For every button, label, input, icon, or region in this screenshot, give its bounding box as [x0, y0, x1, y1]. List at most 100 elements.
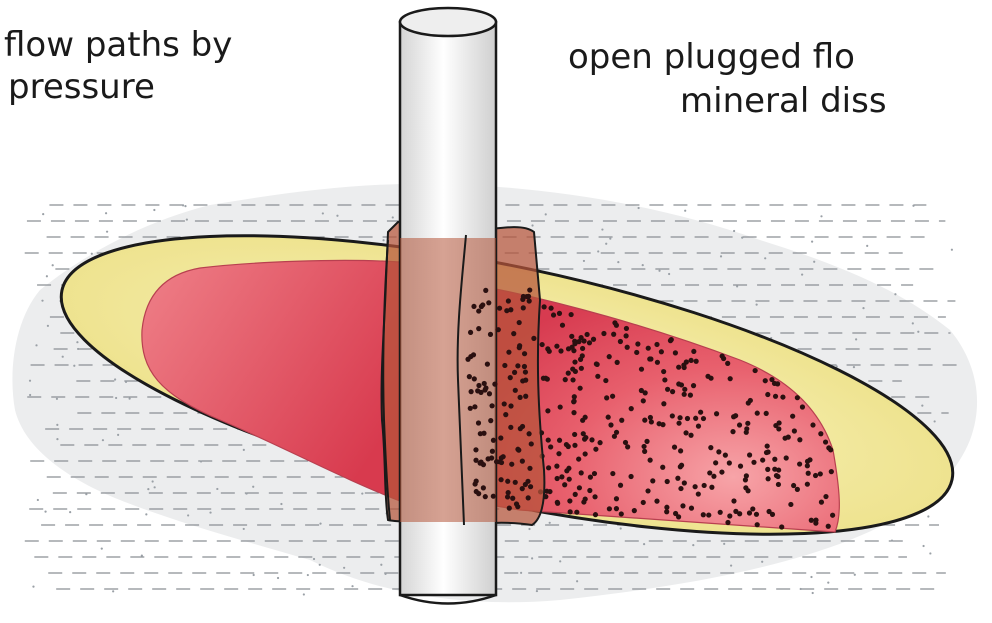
dissolution-dot — [558, 348, 563, 353]
sleeve-dot — [527, 287, 532, 292]
dissolution-dot — [555, 500, 560, 505]
dissolution-dot — [737, 422, 742, 427]
dissolution-dot — [750, 506, 755, 511]
dissolution-dot — [615, 360, 620, 365]
rock-texture-dot — [638, 207, 640, 209]
sleeve-dot — [478, 390, 483, 395]
dissolution-dot — [693, 484, 698, 489]
sleeve-dot — [523, 369, 528, 374]
dissolution-dot — [776, 420, 781, 425]
sleeve-dot — [471, 352, 476, 357]
sleeve-dot — [486, 456, 491, 461]
rock-texture-dot — [811, 241, 813, 243]
dissolution-dot — [572, 394, 577, 399]
dissolution-dot — [790, 414, 795, 419]
dissolution-dot — [755, 522, 760, 527]
sleeve-dot — [483, 288, 488, 293]
sleeve-dot — [528, 484, 533, 489]
sleeve-dot — [508, 425, 513, 430]
dissolution-dot — [572, 359, 577, 364]
dissolution-dot — [543, 376, 548, 381]
dissolution-dot — [744, 430, 749, 435]
dissolution-dot — [748, 398, 753, 403]
rock-texture-dot — [813, 261, 815, 263]
dissolution-dot — [806, 471, 811, 476]
rock-texture-dot — [929, 552, 931, 554]
rock-texture-dot — [531, 557, 533, 559]
dissolution-dot — [648, 458, 653, 463]
rock-texture-dot — [917, 331, 919, 333]
dissolution-dot — [763, 378, 768, 383]
sleeve-dot — [483, 385, 488, 390]
sleeve-dot — [489, 403, 494, 408]
dissolution-dot — [542, 304, 547, 309]
dissolution-dot — [813, 473, 818, 478]
dissolution-dot — [573, 492, 578, 497]
sleeve-dot — [468, 406, 473, 411]
dissolution-dot — [607, 354, 612, 359]
dissolution-dot — [625, 345, 630, 350]
dissolution-dot — [648, 356, 653, 361]
rock-texture-dot — [583, 260, 585, 262]
dissolution-dot — [679, 463, 684, 468]
label-plugged-flow-line1: open plugged flo — [568, 36, 855, 78]
sleeve-dot — [502, 401, 507, 406]
dissolution-dot — [676, 421, 681, 426]
rock-texture-dot — [601, 228, 603, 230]
sleeve-dot — [502, 363, 507, 368]
dissolution-dot — [788, 502, 793, 507]
rock-texture-dot — [351, 585, 353, 587]
rock-texture-dot — [102, 439, 104, 441]
dissolution-dot — [567, 477, 572, 482]
dissolution-dot — [554, 344, 559, 349]
rock-texture-dot — [105, 212, 107, 214]
sleeve-dot — [523, 394, 528, 399]
rock-texture-dot — [319, 564, 321, 566]
dissolution-dot — [829, 469, 834, 474]
dissolution-dot — [701, 512, 706, 517]
sleeve-dot — [508, 307, 513, 312]
rock-texture-dot — [855, 338, 857, 340]
dissolution-dot — [604, 395, 609, 400]
sleeve-dot — [483, 494, 488, 499]
rock-texture-dot — [76, 341, 78, 343]
dissolution-dot — [639, 367, 644, 372]
rock-texture-dot — [141, 555, 143, 557]
rock-texture-dot — [528, 528, 530, 530]
rock-texture-dot — [810, 576, 812, 578]
rock-texture-dot — [303, 593, 305, 595]
rock-texture-dot — [280, 503, 282, 505]
sleeve-dot — [517, 345, 522, 350]
sleeve-dot — [526, 431, 531, 436]
rock-texture-dot — [200, 460, 202, 462]
dissolution-dot — [691, 383, 696, 388]
sleeve-dot — [507, 506, 512, 511]
rock-texture-dot — [252, 486, 254, 488]
sleeve-dot — [520, 378, 525, 383]
rock-texture-dot — [336, 215, 338, 217]
dissolution-dot — [641, 500, 646, 505]
dissolution-dot — [730, 429, 735, 434]
sleeve-dot — [488, 418, 493, 423]
rock-texture-dot — [29, 394, 31, 396]
dissolution-dot — [614, 496, 619, 501]
dissolution-dot — [582, 437, 587, 442]
sleeve-dot — [518, 395, 523, 400]
dissolution-dot — [571, 410, 576, 415]
dissolution-dot — [563, 377, 568, 382]
dissolution-dot — [661, 369, 666, 374]
dissolution-dot — [755, 411, 760, 416]
dissolution-dot — [760, 457, 765, 462]
rock-texture-dot — [549, 522, 551, 524]
dissolution-dot — [693, 416, 698, 421]
dissolution-dot — [645, 488, 650, 493]
sleeve-dot — [511, 331, 516, 336]
dissolution-dot — [570, 377, 575, 382]
rock-texture-dot — [761, 561, 763, 563]
rock-texture-dot — [576, 580, 578, 582]
dissolution-dot — [641, 398, 646, 403]
sleeve-dot — [472, 404, 477, 409]
rock-texture-dot — [56, 398, 58, 400]
dissolution-dot — [571, 348, 576, 353]
dissolution-dot — [747, 510, 752, 515]
